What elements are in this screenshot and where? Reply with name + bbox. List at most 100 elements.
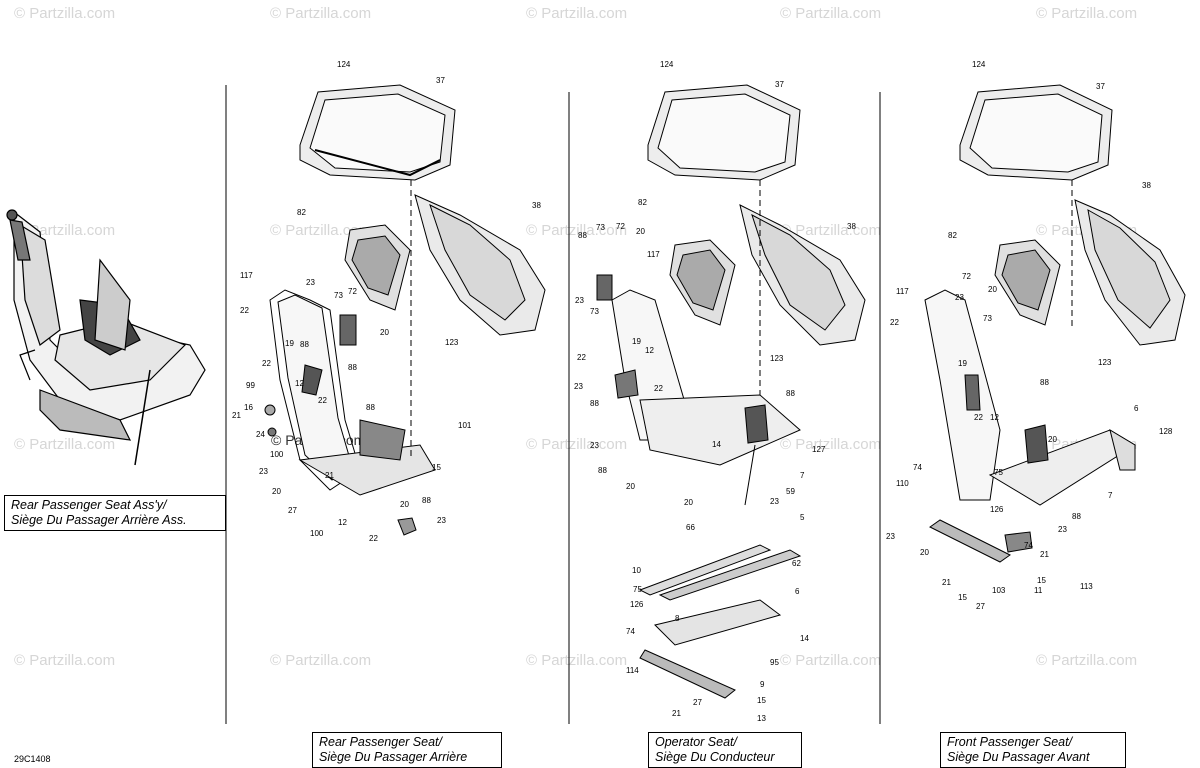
callout-label: 22: [974, 413, 983, 422]
caption-line: Siège Du Passager Avant: [947, 750, 1090, 764]
callout-label: 15: [1037, 576, 1046, 585]
callout-label: 127: [812, 445, 826, 454]
callout-label: 126: [630, 600, 644, 609]
watermark: © Partzilla.com: [14, 5, 116, 22]
caption-line: Rear Passenger Seat Ass'y/: [11, 498, 167, 512]
callout-label: 75: [633, 585, 642, 594]
callout-label: 73: [983, 314, 992, 323]
callout-label: 21: [232, 411, 241, 420]
callout-label: 12: [990, 413, 999, 422]
callout-label: 24: [256, 430, 265, 439]
callout-label: 20: [626, 482, 635, 491]
rear-seat-caption: Rear Passenger Seat/ Siège Du Passager A…: [312, 732, 502, 768]
callout-label: 74: [626, 627, 635, 636]
rear-callouts: 124 37 38 82 117 23 73 72 22 20 19 88 22…: [232, 60, 541, 543]
callout-label: 21: [1040, 550, 1049, 559]
callout-label: 23: [955, 293, 964, 302]
front-seat-caption: Front Passenger Seat/ Siège Du Passager …: [940, 732, 1126, 768]
operator-seat-exploded: [596, 84, 866, 699]
watermark: © Partzilla.com: [780, 436, 882, 453]
callout-label: 72: [348, 287, 357, 296]
callout-label: 110: [896, 479, 909, 488]
callout-label: 16: [244, 403, 253, 412]
operator-callouts: 124 37 38 82 88 73 72 20 117 23 19 12 22…: [574, 60, 856, 723]
callout-label: 27: [288, 506, 297, 515]
operator-seat-caption: Operator Seat/ Siège Du Conducteur: [648, 732, 802, 768]
callout-label: 123: [445, 338, 459, 347]
watermark: © Partzilla.com: [270, 222, 372, 239]
callout-label: 88: [1072, 512, 1081, 521]
watermark: © Partzilla.com: [270, 652, 372, 669]
callout-label: 88: [300, 340, 309, 349]
callout-label: 22: [890, 318, 899, 327]
callout-label: 38: [847, 222, 856, 231]
callout-label: 6: [795, 587, 800, 596]
callout-label: 75: [994, 468, 1003, 477]
callout-label: 37: [1096, 82, 1105, 91]
callout-label: 7: [800, 471, 805, 480]
callout-label: 128: [1159, 427, 1173, 436]
caption-line: Rear Passenger Seat/: [319, 735, 442, 749]
callout-label: 62: [792, 559, 801, 568]
callout-label: 88: [598, 466, 607, 475]
caption-line: Siège Du Passager Arrière: [319, 750, 468, 764]
watermark: © Partzilla.com: [1036, 5, 1138, 22]
callout-label: 20: [920, 548, 929, 557]
callout-label: 117: [647, 250, 660, 259]
watermark: © Partzilla.com: [780, 5, 882, 22]
callout-label: 124: [972, 60, 986, 69]
callout-label: 27: [693, 698, 702, 707]
callout-label: 38: [532, 201, 541, 210]
callout-label: 73: [334, 291, 343, 300]
callout-label: 124: [660, 60, 674, 69]
callout-label: 100: [310, 529, 324, 538]
callout-label: 22: [262, 359, 271, 368]
assembly-caption: Rear Passenger Seat Ass'y/ Siège Du Pass…: [4, 495, 226, 531]
callout-label: 22: [240, 306, 249, 315]
callout-label: 23: [770, 497, 779, 506]
callout-label: 9: [760, 680, 765, 689]
callout-label: 59: [786, 487, 795, 496]
callout-label: 82: [948, 231, 957, 240]
callout-label: 15: [958, 593, 967, 602]
callout-label: 5: [800, 513, 805, 522]
callout-label: 126: [990, 505, 1004, 514]
watermark: © Partzilla.com: [1036, 652, 1138, 669]
callout-label: 20: [988, 285, 997, 294]
callout-label: 20: [636, 227, 645, 236]
callout-label: 123: [770, 354, 784, 363]
watermark: © Partzilla.com: [526, 652, 628, 669]
diagram-code: 29C1408: [14, 754, 51, 764]
callout-label: 20: [684, 498, 693, 507]
callout-label: 73: [596, 223, 605, 232]
callout-label: 20: [1048, 435, 1057, 444]
callout-label: 88: [422, 496, 431, 505]
watermark: © Partzilla.com: [270, 5, 372, 22]
callout-label: 21: [672, 709, 681, 718]
callout-label: 23: [574, 382, 583, 391]
callout-label: 22: [654, 384, 663, 393]
caption-line: Siège Du Conducteur: [655, 750, 775, 764]
callout-label: 66: [686, 523, 695, 532]
callout-label: 38: [1142, 181, 1151, 190]
callout-label: 23: [590, 441, 599, 450]
callout-label: 88: [366, 403, 375, 412]
callout-label: 88: [348, 363, 357, 372]
watermark: © Partzilla.com: [14, 652, 116, 669]
watermark: © Partzilla.com: [780, 222, 882, 239]
callout-label: 12: [338, 518, 347, 527]
watermark: © Partzilla.com: [14, 436, 116, 453]
callout-label: 19: [285, 339, 294, 348]
callout-label: 7: [1108, 491, 1113, 500]
callout-label: 6: [1134, 404, 1139, 413]
callout-label: 114: [626, 666, 639, 675]
callout-label: 19: [958, 359, 967, 368]
callout-label: 23: [575, 296, 584, 305]
callout-label: 20: [400, 500, 409, 509]
caption-line: Operator Seat/: [655, 735, 737, 749]
watermark: © Partzilla.com: [526, 222, 628, 239]
callout-label: 20: [380, 328, 389, 337]
callout-label: 88: [786, 389, 795, 398]
